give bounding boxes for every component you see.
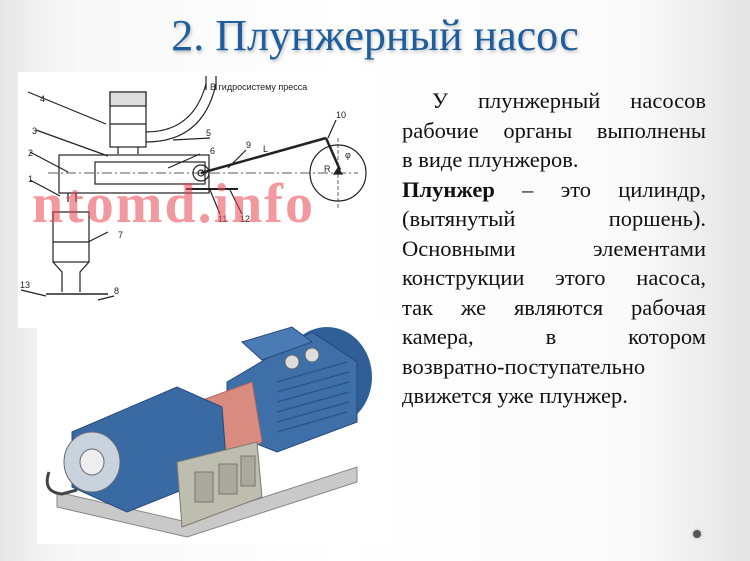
diagram-label-12: 12 xyxy=(240,214,250,224)
term-plunger: Плунжер xyxy=(402,176,495,202)
diagram-label-7: 7 xyxy=(118,230,123,240)
diagram-label-1: 4 xyxy=(40,94,45,104)
diagram-symbol-r: R xyxy=(324,164,331,174)
text-line: рабочие органы выполнены xyxy=(402,117,706,143)
diagram-label-5: 5 xyxy=(206,128,211,138)
diagram-symbol-phi: φ xyxy=(345,150,351,160)
text-line: в виде плунжеров. xyxy=(402,147,579,172)
text-line: У плунжерный насосов xyxy=(432,88,706,113)
text-line: возвратно-поступательно xyxy=(402,353,646,379)
diagram-label-2: 3 xyxy=(32,126,37,136)
schematic-drawing: В гидросистему пресса 4 3 2 1 5 6 7 8 9 … xyxy=(20,76,367,301)
text-line: движется уже плунжер. xyxy=(402,383,628,408)
description-text: У плунжерный насосов рабочие органы выпо… xyxy=(402,86,706,411)
definition-text: – это цилиндр, xyxy=(494,176,706,202)
text-line: Основными элементами xyxy=(402,235,706,261)
pump-illustration xyxy=(45,326,372,538)
diagram-label-4: 1 xyxy=(28,174,33,184)
diagram-label-9: 9 xyxy=(246,140,251,150)
text-line: камера, в котором xyxy=(402,324,706,349)
slide-title: 2. Плунжерный насос xyxy=(171,11,579,60)
diagram-label-13: 13 xyxy=(20,280,30,290)
text-line: (вытянутый поршень). xyxy=(402,206,706,231)
diagram-symbol-l: L xyxy=(263,144,268,154)
definition-line: Плунжер – это цилиндр, xyxy=(402,175,706,205)
diagram-label-8: 8 xyxy=(114,286,119,296)
text-line: так же являются рабочая xyxy=(402,294,706,320)
diagram-label-6: 6 xyxy=(210,146,215,156)
text-line: конструкции этого насоса, xyxy=(402,265,706,290)
watermark: ntomd.info xyxy=(32,173,315,235)
diagram-label-10: 10 xyxy=(336,110,346,120)
slide-indicator-dot xyxy=(693,530,701,538)
plunger-pump-schematic: В гидросистему пресса 4 3 2 1 5 6 7 8 9 … xyxy=(18,72,380,328)
plunger-pump-3d-render xyxy=(37,322,395,544)
diagram-label-11: 11 xyxy=(218,214,227,224)
diagram-label-3: 2 xyxy=(28,148,33,158)
diagram-caption: В гидросистему пресса xyxy=(210,82,307,92)
